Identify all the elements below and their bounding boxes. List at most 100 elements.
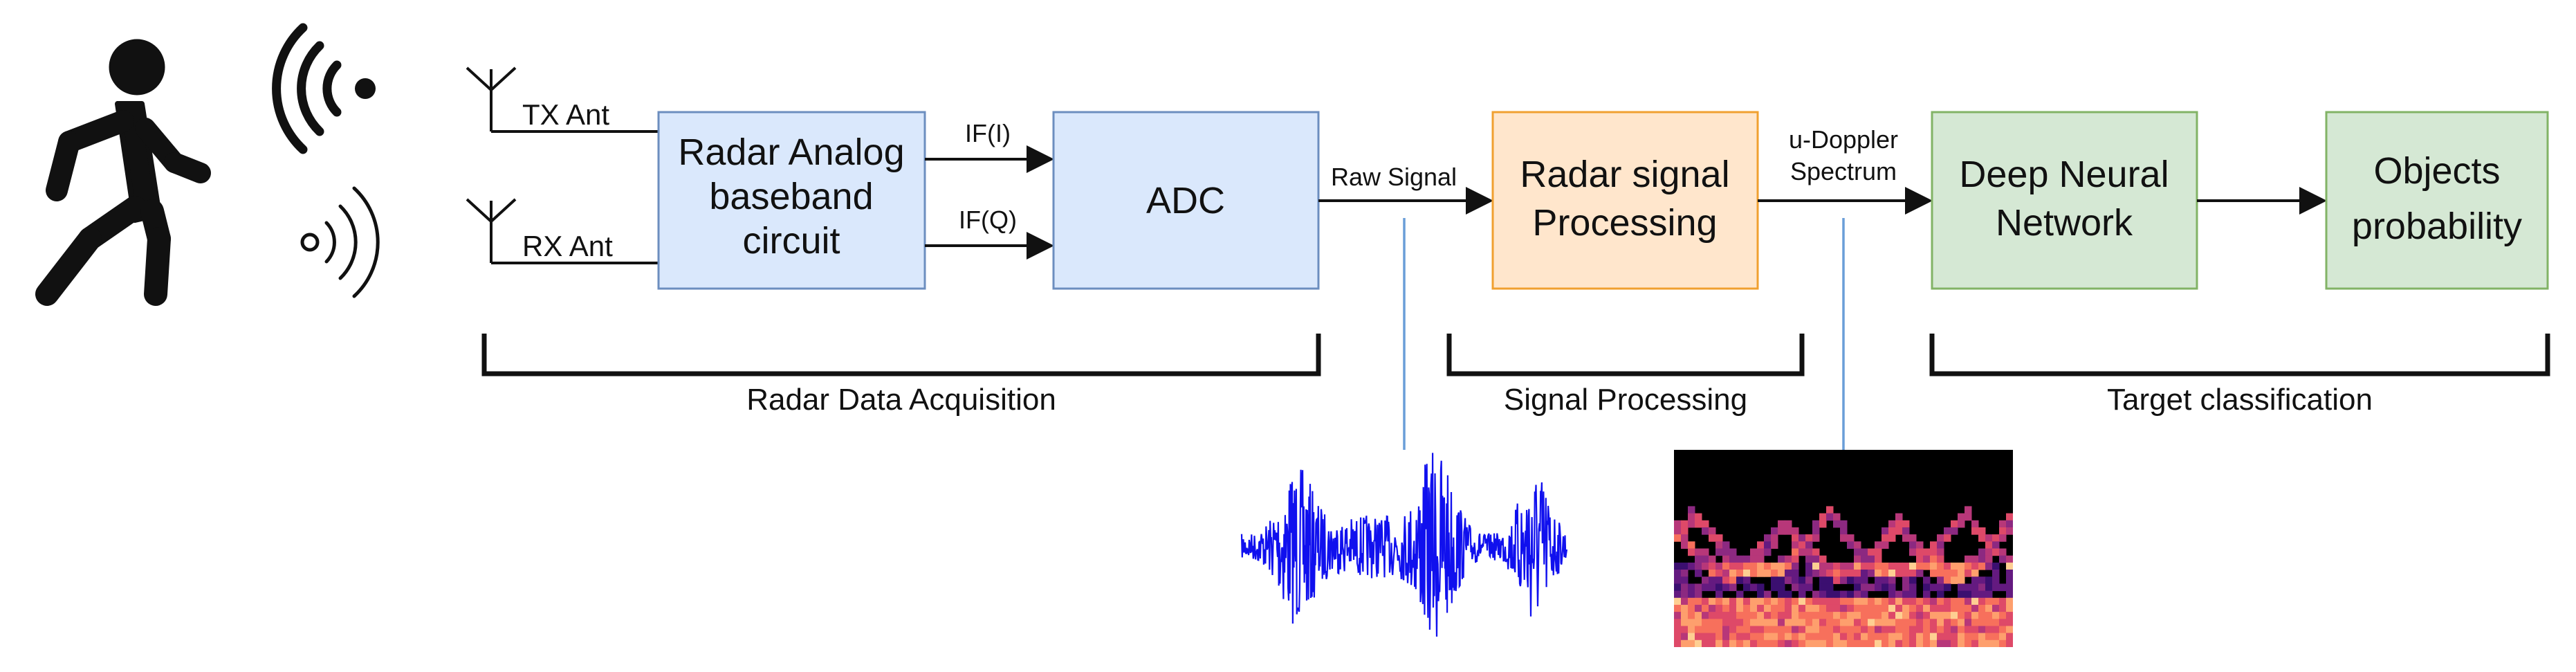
spectrogram-cell [1798, 604, 1806, 612]
spectrogram-cell [1923, 604, 1931, 612]
spectrogram-cell [1895, 562, 1903, 570]
spectrogram-cell [1743, 633, 1751, 641]
spectrogram-cell [1937, 639, 1944, 647]
spectrogram-cell [1902, 520, 1910, 528]
spectrogram-cell [1715, 548, 1723, 556]
spectrogram-cell [1840, 633, 1848, 641]
spectrogram-cell [1757, 604, 1765, 612]
spectrogram-cell [1778, 639, 1785, 647]
spectrogram-cell [1798, 619, 1806, 626]
spectrogram-cell [1951, 612, 1958, 619]
spectrogram-cell [1771, 639, 1778, 647]
spectrogram-cell [1916, 639, 1924, 647]
spectrogram-cell [1888, 597, 1896, 606]
spectrogram-cell [1909, 583, 1917, 592]
spectrogram-cell [1778, 590, 1785, 599]
spectrogram-cell [1715, 619, 1723, 626]
spectrogram-cell [1729, 633, 1737, 641]
spectrogram-cell [1902, 590, 1910, 599]
spectrogram-cell [1805, 570, 1813, 577]
spectrogram-cell [1937, 534, 1944, 542]
spectrogram-cell [1840, 562, 1848, 570]
spectrogram-cell [1909, 612, 1917, 619]
spectrogram-cell [1965, 604, 1972, 612]
spectrogram-cell [1812, 534, 1820, 542]
spectrogram-cell [1888, 527, 1896, 535]
spectrogram-cell [1937, 590, 1944, 599]
spectrogram-cell [1688, 506, 1695, 514]
spectrogram-cell [1764, 639, 1772, 647]
spectrogram-cell [1812, 548, 1820, 556]
spectrogram-cell [1978, 612, 1986, 619]
spectrogram-cell [1854, 639, 1861, 647]
spectrogram-cell [1729, 548, 1737, 556]
spectrogram-cell [1978, 597, 1986, 606]
spectrogram-cell [1978, 527, 1986, 535]
spectrogram-cell [1778, 570, 1785, 577]
spectrogram-cell [1826, 633, 1834, 641]
spectrogram-cell [1792, 612, 1799, 619]
spectrogram-cell [1826, 604, 1834, 612]
spectrogram-cell [1999, 633, 2007, 641]
spectrogram-cell [1847, 597, 1855, 606]
spectrogram-cell [1805, 583, 1813, 592]
spectrogram-cell [1674, 534, 1682, 542]
spectrogram-cell [1792, 597, 1799, 606]
spectrogram-cell [1750, 583, 1758, 592]
raw-signal-connector: Raw Signal [1318, 163, 1493, 215]
spectrogram-cell [1902, 527, 1910, 535]
spectrogram-cell [1736, 576, 1744, 584]
spectrogram-cell [1909, 570, 1917, 577]
spectrogram-cell [1798, 597, 1806, 606]
spectrogram-cell [1778, 619, 1785, 626]
spectrogram-cell [1902, 626, 1910, 634]
spectrogram-cell [1792, 562, 1799, 570]
spectrogram-cell [1854, 576, 1861, 584]
spectrogram-cell [1930, 612, 1938, 619]
spectrogram-cell [1695, 626, 1702, 634]
spectrogram-cell [1882, 604, 1889, 612]
spectrogram-cell [1992, 576, 2000, 584]
spectrogram-cell [1798, 639, 1806, 647]
spectrogram-cell [1688, 562, 1695, 570]
spectrogram-cell [1868, 548, 1875, 556]
spectrogram-cell [1923, 619, 1931, 626]
spectrogram-cell [1702, 555, 1709, 563]
spectrogram-cell [1702, 633, 1709, 641]
spectrogram-cell [1882, 541, 1889, 549]
spectrogram-cell [1854, 590, 1861, 599]
spectrogram-cell [1992, 612, 2000, 619]
spectrogram-cell [1861, 604, 1868, 612]
spectrogram-cell [1923, 626, 1931, 634]
spectrogram-cell [1819, 633, 1827, 641]
spectrogram-cell [1709, 633, 1716, 641]
spectrogram-cell [1715, 639, 1723, 647]
spectrogram-cell [1792, 576, 1799, 584]
spectrogram-cell [1985, 541, 1993, 549]
spectrogram-cell [1722, 555, 1730, 563]
spectrogram-cell [1722, 619, 1730, 626]
spectrogram-cell [1715, 576, 1723, 584]
spectrogram-cell [1681, 570, 1689, 577]
spectrogram-cell [1826, 612, 1834, 619]
spectrogram-cell [1709, 619, 1716, 626]
spectrogram-cell [1764, 612, 1772, 619]
spectrogram-cell [1757, 619, 1765, 626]
spectrogram-cell [1819, 597, 1827, 606]
spectrogram-cell [1875, 604, 1882, 612]
spectrogram-cell [1826, 626, 1834, 634]
spectrogram-cell [1944, 527, 1951, 535]
spectrogram-cell [1992, 570, 2000, 577]
spectrogram-cell [1771, 583, 1778, 592]
spectrogram-cell [1785, 576, 1792, 584]
spectrogram-cell [1709, 626, 1716, 634]
spectrogram-cell [2006, 583, 2013, 592]
spectrogram-cell [1805, 626, 1813, 634]
spectrogram-cell [1819, 626, 1827, 634]
spectrogram-cell [1888, 604, 1896, 612]
spectrogram-cell [1771, 612, 1778, 619]
doppler-label-2: Spectrum [1790, 157, 1897, 185]
spectrogram-cell [1916, 555, 1924, 563]
spectrogram-cell [1778, 562, 1785, 570]
